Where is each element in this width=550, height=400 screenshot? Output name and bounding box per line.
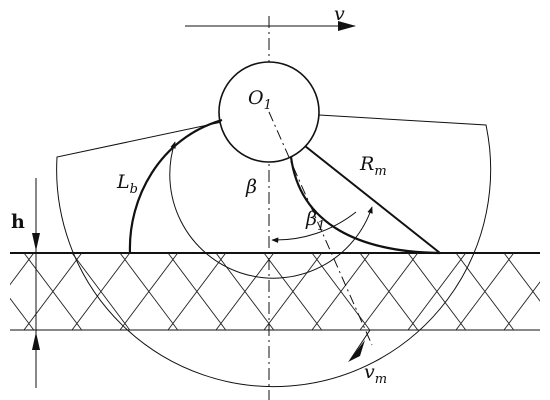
label-h: h: [11, 211, 25, 233]
hatch-line: [311, 253, 371, 330]
label-v: v: [334, 3, 345, 25]
h-arrow-down: [32, 233, 40, 251]
hatch-line: [119, 253, 179, 330]
label-o1: O1: [248, 87, 272, 113]
lb-curve: [128, 118, 223, 254]
label-vm: vm: [364, 361, 387, 387]
hatch-line: [263, 253, 323, 330]
large-sector-outline: [56, 111, 492, 388]
hatch-line: [10, 253, 35, 286]
substrate: [10, 252, 540, 331]
h-arrow-up: [32, 332, 40, 350]
vm-arrow-shaft: [349, 329, 371, 361]
hatch-line: [23, 253, 83, 330]
hatch-line: [215, 253, 275, 330]
hatch-line: [359, 253, 419, 330]
label-beta: β: [245, 176, 257, 198]
label-rm: Rm: [359, 153, 387, 179]
substrate-hatch: [10, 253, 540, 330]
top-velocity-arrow: [338, 21, 356, 31]
hatch-line: [167, 253, 227, 330]
hatch-line: [503, 253, 540, 302]
label-lb: Lb: [116, 171, 138, 197]
hatch-line: [71, 253, 131, 330]
beta1-arc: [271, 211, 357, 243]
hatch-line: [455, 253, 515, 330]
label-beta1: β1: [305, 208, 325, 234]
hatch-line: [10, 297, 35, 330]
hatch-line: [407, 253, 467, 330]
hatch-line: [503, 281, 540, 330]
beta-arc: [169, 141, 373, 279]
